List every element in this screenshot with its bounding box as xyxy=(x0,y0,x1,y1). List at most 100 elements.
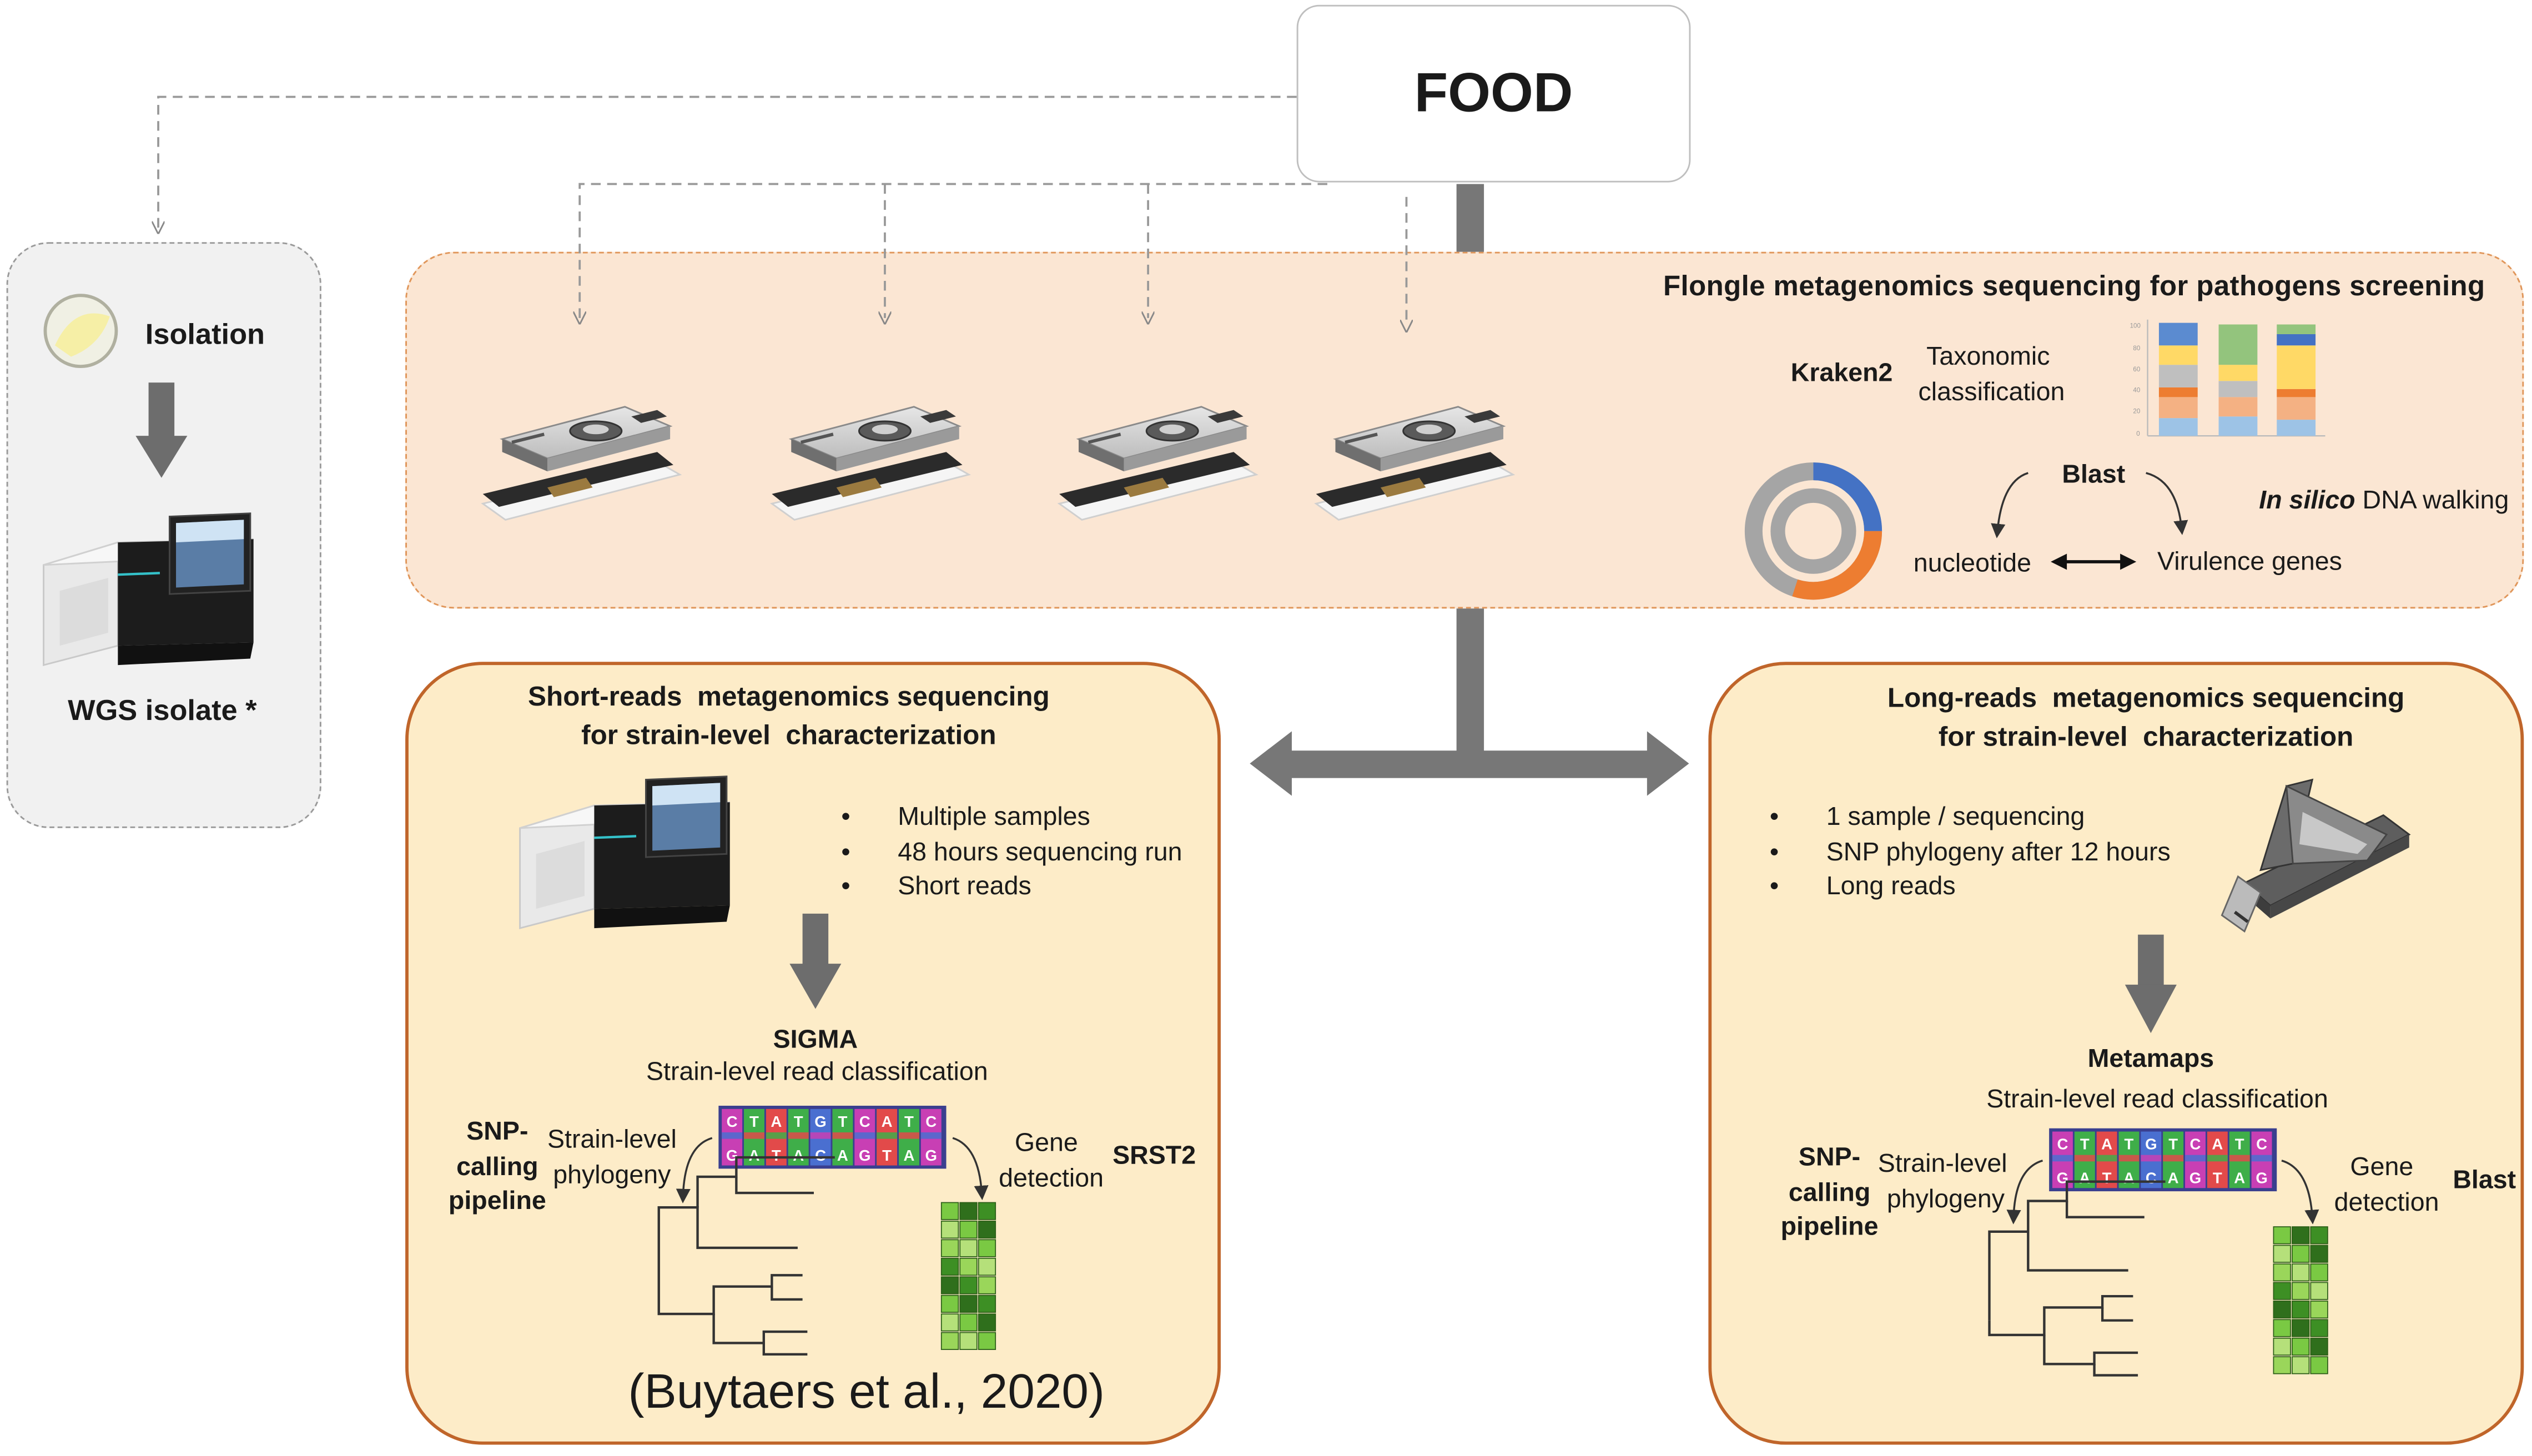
heatmap-cell xyxy=(2273,1356,2291,1374)
dna-base-pair-link xyxy=(920,1132,942,1139)
phylogenetic-tree-icon xyxy=(1988,1180,2166,1377)
dna-base-pair-link xyxy=(722,1132,743,1139)
metamaps-description: Strain-level read classification xyxy=(1986,1086,2328,1114)
dna-base-letter: C xyxy=(2256,1135,2267,1152)
blast-label: Blast xyxy=(2062,461,2126,490)
heatmap-cell xyxy=(2310,1226,2328,1245)
short-reads-bullet: 48 hours sequencing run xyxy=(841,835,1182,870)
dna-base-pair-link xyxy=(766,1132,787,1139)
heatmap-cell xyxy=(959,1276,978,1294)
nucleotide-label: nucleotide xyxy=(1913,550,2032,578)
heatmap-cell xyxy=(2292,1245,2310,1263)
wgs-sequencer-icon xyxy=(44,513,254,665)
dna-base-letter: G xyxy=(814,1113,826,1130)
short-reads-title-line2: for strain-level characterization xyxy=(581,719,996,751)
heatmap-cell xyxy=(978,1276,996,1294)
long-reads-bullet: 1 sample / sequencing xyxy=(1770,800,2171,835)
heatmap-cell xyxy=(940,1276,959,1294)
dna-walking-rest: DNA walking xyxy=(2355,487,2509,515)
heatmap-cell xyxy=(959,1239,978,1257)
heatmap-cell xyxy=(959,1294,978,1313)
long-reads-panel xyxy=(1708,662,2524,1445)
long-reads-title-line1: Long-reads metagenomics sequencing xyxy=(1887,683,2405,714)
flongle-device-icon xyxy=(1059,407,1256,520)
svg-text:80: 80 xyxy=(2133,345,2140,352)
dna-base-pair-link xyxy=(2141,1155,2162,1162)
dna-base-letter: A xyxy=(837,1147,848,1164)
short-reads-sequencer-icon xyxy=(520,777,730,928)
long-reads-bullet: Long reads xyxy=(1770,870,2171,905)
heatmap-cell xyxy=(959,1313,978,1332)
dna-base-letter: A xyxy=(771,1113,782,1130)
dna-base-letter: T xyxy=(838,1113,847,1130)
sigma-description: Strain-level read classification xyxy=(646,1059,988,1087)
long-reads-title-line2: for strain-level characterization xyxy=(1938,721,2354,753)
heatmap-cell xyxy=(959,1332,978,1350)
heatmap-cell xyxy=(978,1313,996,1332)
kraken-label: Kraken2 xyxy=(1790,360,1893,387)
blast-tool-label: Blast xyxy=(2453,1167,2516,1195)
heatmap-cell xyxy=(978,1332,996,1350)
heatmap-cell xyxy=(2273,1337,2291,1356)
heatmap-cell xyxy=(978,1239,996,1257)
dna-base-pair-link xyxy=(854,1132,875,1139)
dna-base-pair-link xyxy=(788,1132,809,1139)
heatmap-cell xyxy=(978,1294,996,1313)
heatmap-cell xyxy=(2292,1226,2310,1245)
dna-base-letter: G xyxy=(726,1147,738,1164)
isolation-panel xyxy=(6,242,321,828)
snp-pipeline-line3: pipeline xyxy=(1780,1213,1879,1242)
heatmap-cell xyxy=(2292,1356,2310,1374)
phylogeny-label-line1: Strain-level xyxy=(1877,1151,2007,1178)
dna-base-letter: A xyxy=(2212,1135,2223,1152)
svg-text:20: 20 xyxy=(2133,407,2140,415)
snp-pipeline-line1: SNP- xyxy=(466,1119,528,1146)
double-arrow-icon xyxy=(2051,553,2137,570)
dna-walking-label: In silico DNA walking xyxy=(2259,484,2509,519)
heatmap-icon xyxy=(2273,1226,2328,1374)
dna-base-pair-link xyxy=(744,1132,764,1139)
phylogeny-label-line2: phylogeny xyxy=(1886,1186,2005,1214)
dna-base-letter: G xyxy=(859,1147,870,1164)
dna-base-letter: T xyxy=(749,1113,759,1130)
phylogeny-label-line1: Strain-level xyxy=(547,1126,677,1155)
dna-base-letter: T xyxy=(904,1113,914,1130)
dna-base-letter: A xyxy=(903,1147,914,1164)
heatmap-cell xyxy=(2310,1263,2328,1282)
heatmap-cell xyxy=(2273,1300,2291,1319)
isolation-label: Isolation xyxy=(145,318,265,351)
heatmap-cell xyxy=(2310,1319,2328,1337)
isolation-down-arrow-icon xyxy=(135,382,188,478)
heatmap-cell xyxy=(978,1202,996,1220)
short-reads-down-arrow-icon xyxy=(789,913,842,1009)
dna-base-letter: C xyxy=(815,1147,826,1164)
food-label: FOOD xyxy=(1414,63,1573,124)
food-box xyxy=(1296,4,1691,183)
flongle-device-icon xyxy=(483,407,680,520)
gene-detection-line2: detection xyxy=(999,1165,1104,1193)
citation-label: (Buytaers et al., 2020) xyxy=(628,1366,1105,1419)
short-reads-bullet: Short reads xyxy=(841,870,1182,905)
heatmap-cell xyxy=(940,1202,959,1220)
dna-base-pair-link xyxy=(2118,1155,2140,1162)
taxonomic-label-line2: classification xyxy=(1918,379,2065,407)
dna-base-pair-link xyxy=(832,1132,853,1139)
heatmap-cell xyxy=(978,1221,996,1239)
dna-base-pair-link xyxy=(2229,1155,2250,1162)
sigma-label: SIGMA xyxy=(773,1026,858,1054)
metamaps-label: Metamaps xyxy=(2087,1046,2214,1074)
long-reads-down-arrow-icon xyxy=(2125,934,2177,1034)
svg-text:0: 0 xyxy=(2136,430,2140,437)
phylogeny-label-line2: phylogeny xyxy=(553,1162,671,1190)
dna-base-letter: A xyxy=(882,1113,893,1130)
heatmap-cell xyxy=(2273,1319,2291,1337)
taxonomic-label-line1: Taxonomic xyxy=(1926,344,2050,371)
snp-pipeline-line2: calling xyxy=(456,1154,538,1182)
flongle-device-icon xyxy=(1316,407,1513,520)
long-reads-bullet: SNP phylogeny after 12 hours xyxy=(1770,835,2171,870)
heatmap-cell xyxy=(2292,1300,2310,1319)
dna-base-letter: A xyxy=(2123,1170,2135,1187)
heatmap-cell xyxy=(2292,1263,2310,1282)
